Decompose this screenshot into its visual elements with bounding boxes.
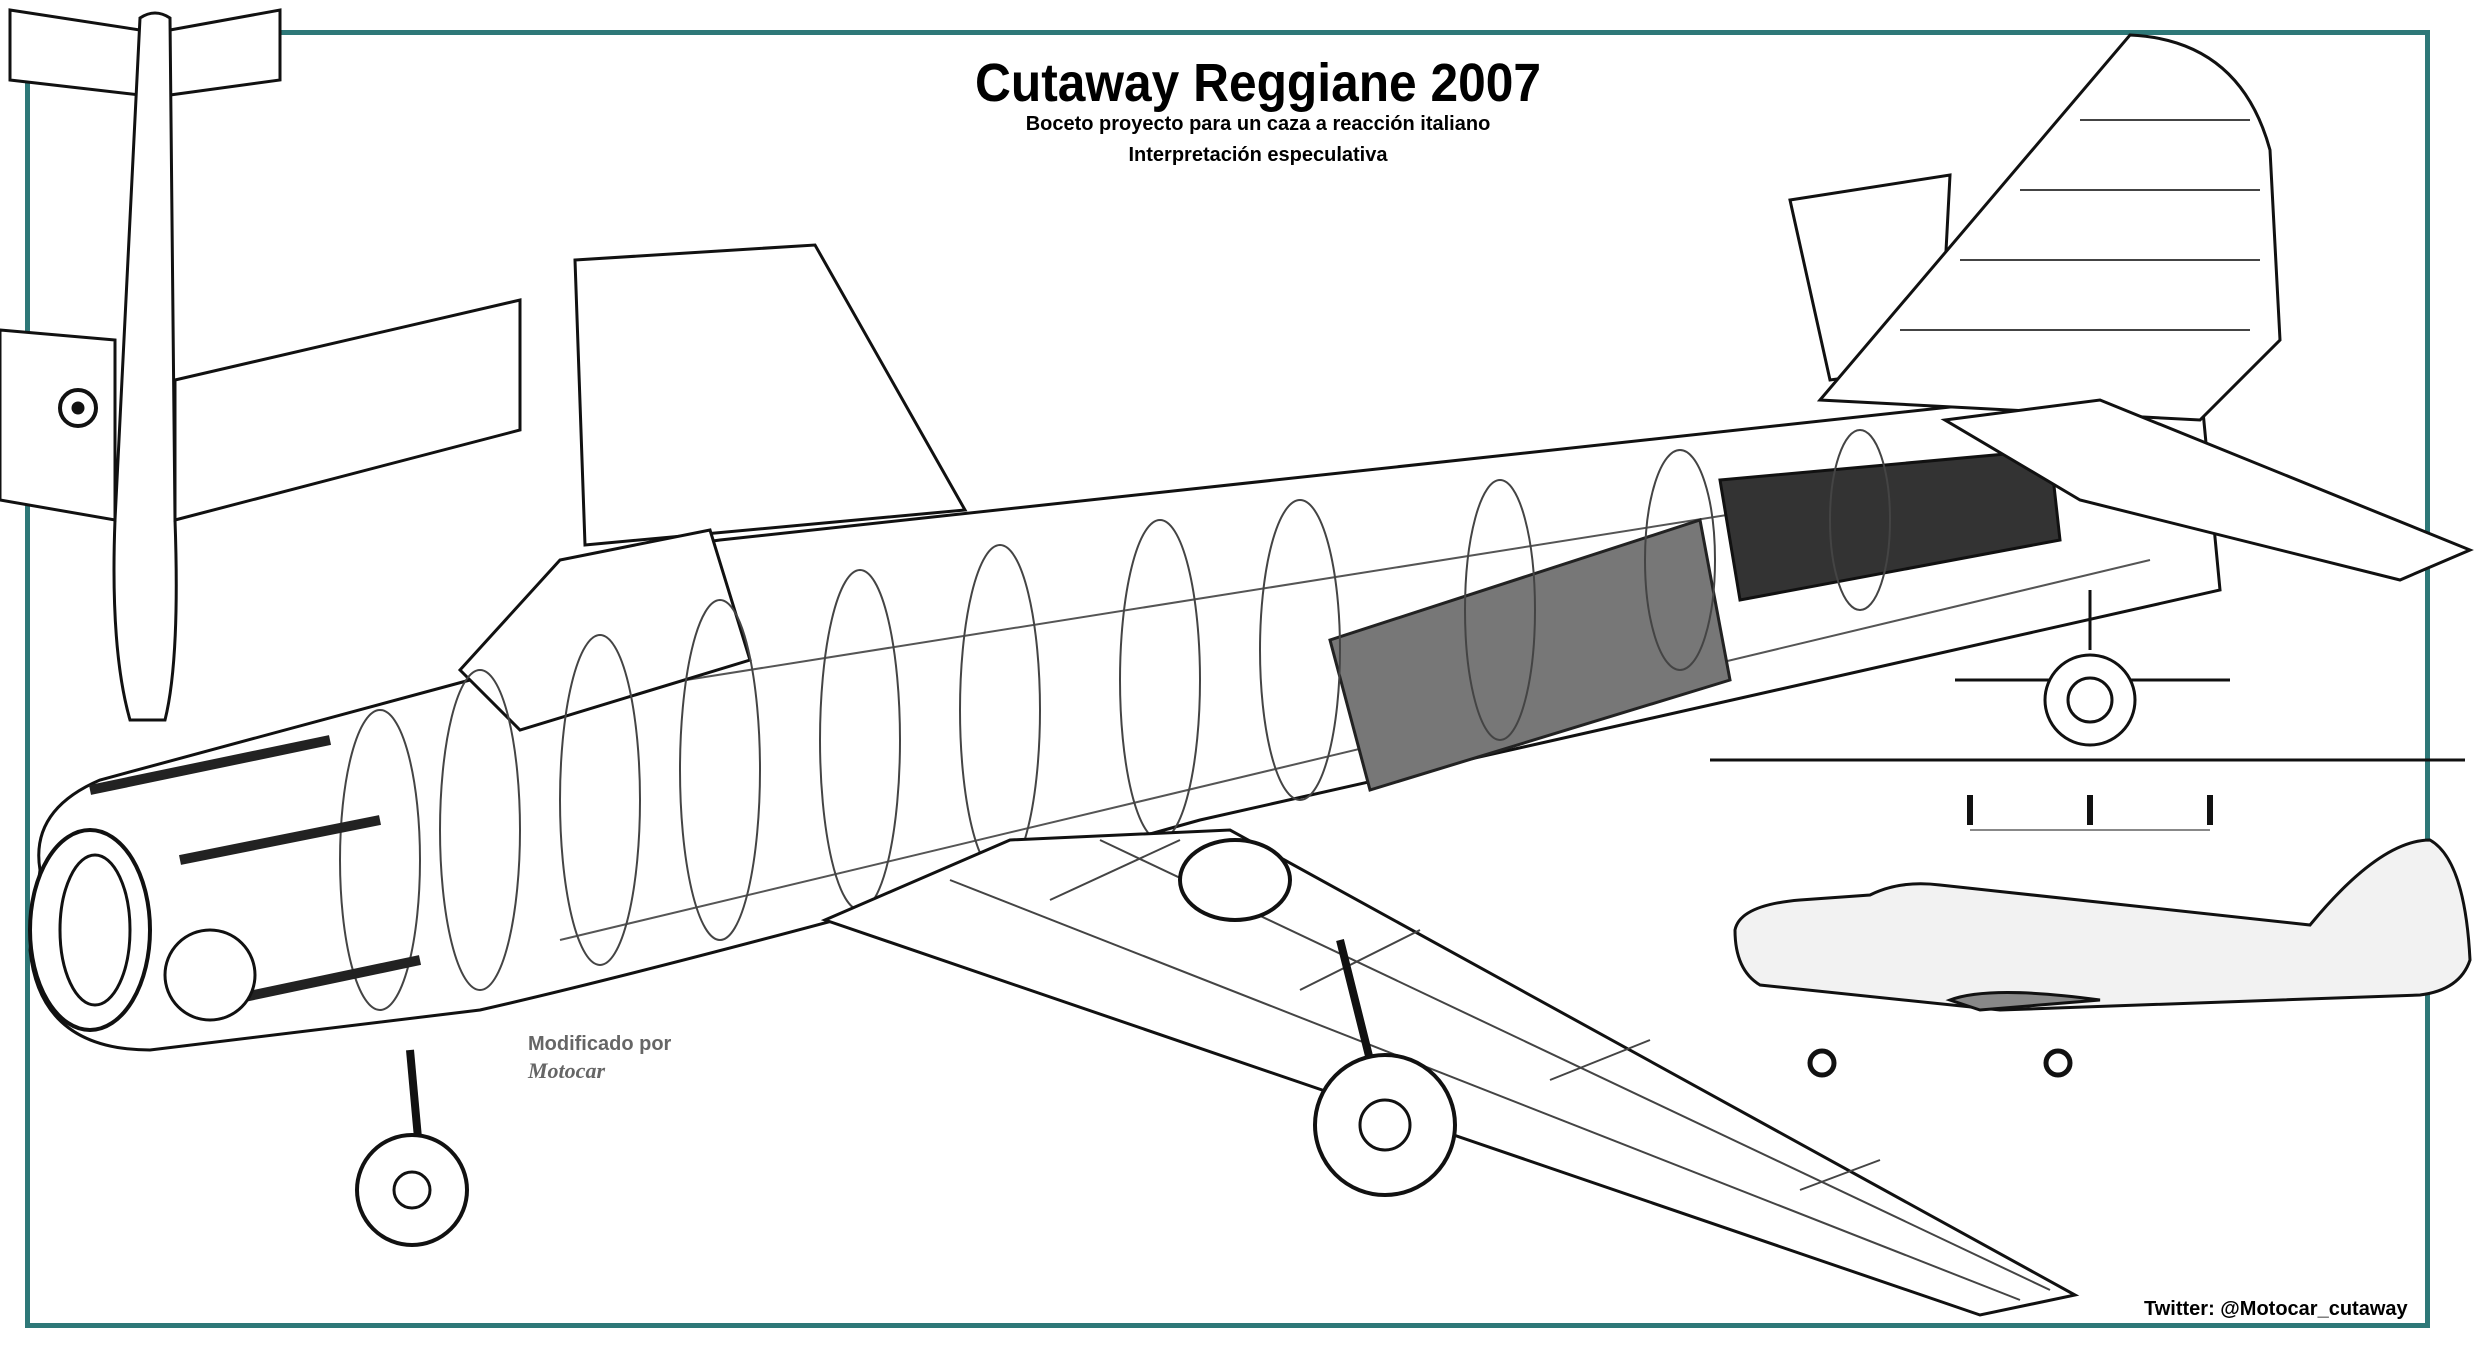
side-view [1733, 838, 2472, 1078]
subtitle-secondary: Interpretación especulativa [1128, 144, 1388, 166]
engine-bay [1328, 518, 1732, 792]
credit-name: Motocar [528, 1058, 605, 1083]
top-view-plan [0, 8, 522, 722]
credit-label: Modificado por [528, 1033, 672, 1055]
near-stabilizer [1940, 398, 2474, 582]
near-wing [820, 828, 2080, 1317]
far-wing [573, 243, 968, 547]
nose-intake [28, 828, 152, 1032]
page-title: Cutaway Reggiane 2007 [974, 53, 1542, 113]
teal-frame-border [25, 30, 2430, 1328]
subtitle: Boceto proyecto para un caza a reacción … [1025, 113, 1491, 135]
front-view [1710, 590, 2465, 831]
main-landing-gear [1178, 838, 1457, 1197]
twitter-handle: Twitter: @Motocar_cutaway [2144, 1298, 2408, 1320]
nose-landing-gear [163, 928, 469, 1247]
cannons [88, 735, 422, 1005]
vertical-tail [1816, 33, 2282, 422]
